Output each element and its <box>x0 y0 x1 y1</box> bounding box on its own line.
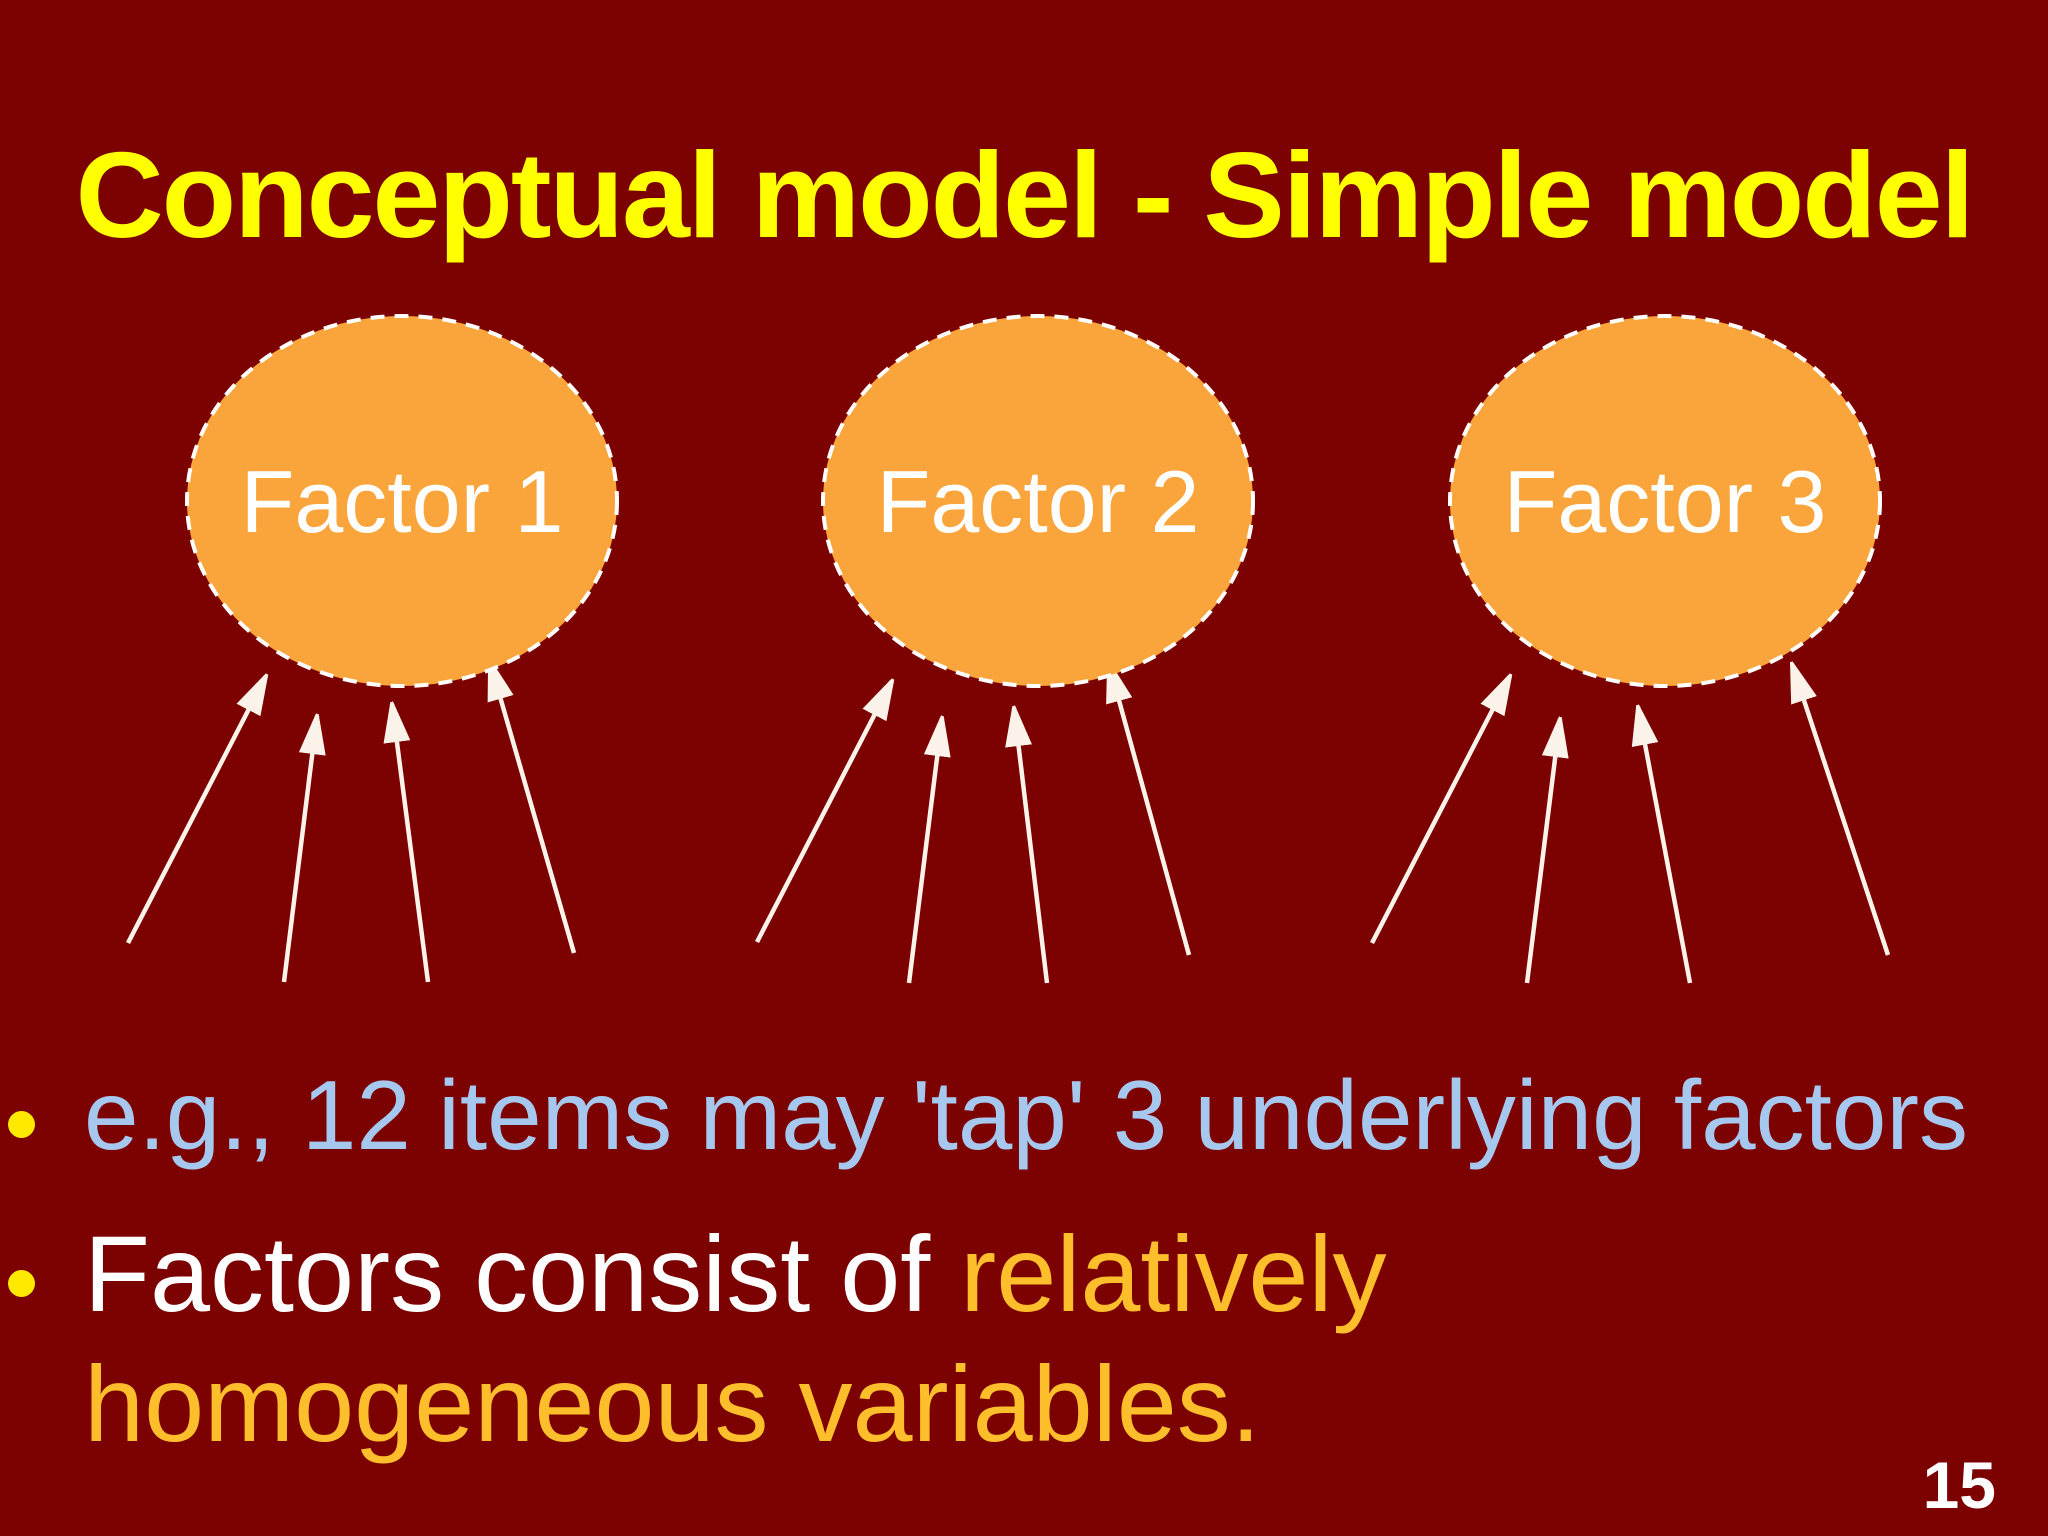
bullet-line: Factors consist of relatively <box>84 1209 2048 1339</box>
slide-title: Conceptual model - Simple model <box>75 126 1974 263</box>
loading-arrow <box>1789 664 1891 956</box>
loading-arrow <box>1370 676 1510 945</box>
loading-arrow <box>1109 664 1192 956</box>
loading-arrow <box>126 676 266 945</box>
bullet-text-segment: Factors consist of <box>84 1213 961 1334</box>
bullet-dot-icon <box>8 1111 35 1138</box>
loading-arrow <box>392 704 431 983</box>
bullet-text-segment: relatively <box>960 1213 1387 1334</box>
factor-label: Factor 3 <box>1504 452 1827 551</box>
loading-arrows-group <box>126 662 1891 984</box>
bullet-text-segment: homogeneous variables. <box>84 1342 1261 1464</box>
loading-arrow <box>906 718 942 984</box>
loading-arrow <box>1638 707 1693 984</box>
bullet-item: e.g., 12 items may 'tap' 3 underlying fa… <box>0 1057 2048 1175</box>
factor-label: Factor 1 <box>241 452 564 551</box>
bullet-line: homogeneous variables. <box>84 1339 2048 1469</box>
loading-arrow <box>1524 719 1560 984</box>
loading-arrow <box>490 662 577 954</box>
bullet-text: e.g., 12 items may 'tap' 3 underlying fa… <box>84 1057 2048 1175</box>
loading-arrow <box>281 716 317 983</box>
bullet-text-segment: e.g., 12 items may 'tap' 3 underlying fa… <box>84 1060 1969 1170</box>
loading-arrow <box>755 681 892 944</box>
bullet-dot-icon <box>8 1270 35 1297</box>
factor-ellipse <box>185 314 619 688</box>
bullet-line: e.g., 12 items may 'tap' 3 underlying fa… <box>84 1057 2048 1175</box>
factor-ellipses-group: Factor 1 Factor 2 Factor 3 <box>185 314 1882 688</box>
loading-arrow <box>1014 708 1050 984</box>
page-number: 15 <box>1922 1448 1996 1522</box>
factor-ellipse <box>1448 314 1882 688</box>
factor-label: Factor 2 <box>877 452 1200 551</box>
factor-ellipse <box>821 314 1255 688</box>
